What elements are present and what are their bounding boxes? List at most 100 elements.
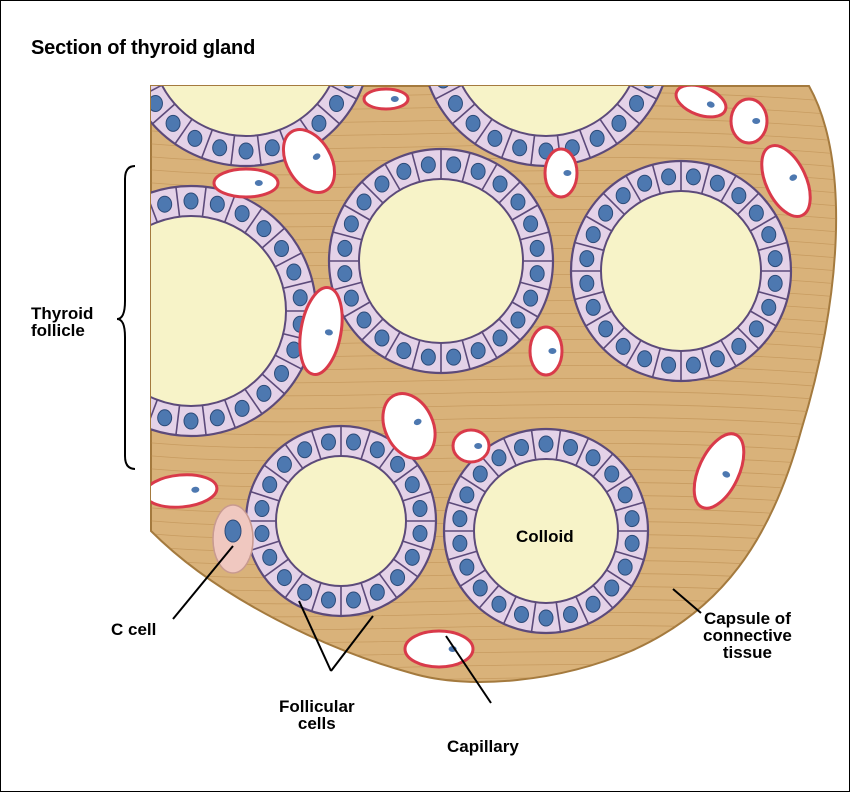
follicular-cell-nucleus	[710, 351, 724, 367]
follicular-cell-nucleus	[344, 216, 358, 232]
follicular-cell-nucleus	[277, 456, 291, 472]
follicular-cell-nucleus	[530, 266, 544, 282]
follicular-cell-nucleus	[257, 221, 271, 237]
capillary-wall	[530, 327, 562, 375]
follicular-cell-nucleus	[287, 264, 301, 280]
follicular-cell-nucleus	[732, 338, 746, 354]
follicular-cell-nucleus	[524, 216, 538, 232]
follicular-cell-nucleus	[275, 365, 289, 381]
follicular-cell-nucleus	[397, 163, 411, 179]
follicular-cell-nucleus	[599, 205, 613, 221]
follicular-cell-nucleus	[130, 46, 144, 62]
follicular-cell-nucleus	[513, 140, 527, 156]
capillary-wall	[731, 99, 767, 143]
cell-border	[425, 11, 454, 18]
follicular-cell-nucleus	[188, 130, 202, 146]
follicular-cell-nucleus	[397, 343, 411, 359]
follicular-cell-nucleus	[391, 570, 405, 586]
follicular-cell-nucleus	[605, 580, 619, 596]
follicular-cell-nucleus	[471, 343, 485, 359]
follicular-cell-nucleus	[275, 241, 289, 257]
capillary-wall	[214, 169, 278, 197]
follicular-cell-nucleus	[447, 157, 461, 173]
follicular-cell-nucleus	[338, 240, 352, 256]
cell-border	[80, 253, 107, 267]
label-thyroid-follicle: Thyroid follicle	[31, 305, 93, 339]
follicular-cell-nucleus	[136, 1, 150, 10]
follicular-cell-nucleus	[342, 1, 356, 10]
colloid	[276, 456, 406, 586]
label-follicular-cells: Follicular cells	[279, 698, 355, 732]
follicular-cell-nucleus	[618, 559, 632, 575]
capillary-wall	[364, 89, 408, 109]
follicular-cell-nucleus	[749, 321, 763, 337]
colloid	[359, 179, 523, 343]
label-colloid: Colloid	[516, 528, 574, 545]
follicular-cell-nucleus	[453, 535, 467, 551]
follicular-cell-nucleus	[298, 442, 312, 458]
follicular-cell-nucleus	[93, 241, 107, 257]
follicular-cell-nucleus	[453, 511, 467, 527]
label-capsule-of-connective-tissue: Capsule of connective tissue	[703, 610, 792, 661]
follicular-cell-nucleus	[213, 140, 227, 156]
follicular-cell-nucleus	[293, 290, 307, 306]
follicular-cell-nucleus	[564, 440, 578, 456]
follicular-cell-nucleus	[184, 193, 198, 209]
follicular-cell-nucleus	[347, 434, 361, 450]
follicular-cell-nucleus	[263, 477, 277, 493]
follicular-cell-nucleus	[133, 400, 147, 416]
capillary	[545, 149, 577, 197]
follicular-cell-nucleus	[638, 175, 652, 191]
follicular-cell-nucleus	[235, 400, 249, 416]
thyroid-follicle-bracket	[117, 166, 135, 469]
cell-border	[125, 64, 154, 71]
follicular-cell-nucleus	[530, 240, 544, 256]
follicular-cell-nucleus	[625, 511, 639, 527]
follicular-cell-nucleus	[344, 290, 358, 306]
follicular-cell-nucleus	[447, 349, 461, 365]
follicular-cell-nucleus	[749, 205, 763, 221]
follicular-cell-nucleus	[255, 500, 269, 516]
follicular-cell-nucleus	[539, 610, 553, 626]
follicular-cell-nucleus	[312, 115, 326, 131]
follicular-cell-nucleus	[413, 526, 427, 542]
follicular-cell-nucleus	[524, 290, 538, 306]
cell-border	[338, 11, 367, 18]
endothelial-nucleus	[255, 180, 263, 186]
follicular-cell-nucleus	[590, 130, 604, 146]
follicular-cell-nucleus	[357, 194, 371, 210]
capillary	[530, 327, 562, 375]
endothelial-nucleus	[752, 118, 760, 124]
follicular-cell-nucleus	[768, 251, 782, 267]
follicular-cell-nucleus	[616, 188, 630, 204]
cell-border	[120, 208, 137, 233]
follicular-cell-nucleus	[430, 20, 444, 36]
follicular-cell-nucleus	[648, 46, 662, 62]
follicular-cell-nucleus	[514, 606, 528, 622]
follicular-cell-nucleus	[648, 20, 662, 36]
follicular-cell-nucleus	[460, 559, 474, 575]
follicular-cell-nucleus	[625, 535, 639, 551]
follicular-cell-nucleus	[511, 312, 525, 328]
follicular-cell-nucleus	[586, 227, 600, 243]
capillary	[214, 169, 278, 197]
follicular-cell-nucleus	[298, 584, 312, 600]
follicular-cell-nucleus	[330, 95, 344, 111]
follicular-cell-nucleus	[580, 251, 594, 267]
capillary-wall	[545, 149, 577, 197]
follicular-cell-nucleus	[210, 196, 224, 212]
follicular-cell-nucleus	[599, 321, 613, 337]
follicular-cell-nucleus	[586, 596, 600, 612]
follicular-cell-nucleus	[586, 450, 600, 466]
cell-border	[70, 281, 99, 288]
endothelial-nucleus	[474, 443, 482, 449]
thyroid-follicle	[571, 161, 791, 381]
follicular-cell-nucleus	[321, 434, 335, 450]
follicular-cell-nucleus	[642, 1, 656, 10]
follicular-cell-nucleus	[413, 500, 427, 516]
follicular-cell-nucleus	[421, 349, 435, 365]
follicular-cell-nucleus	[492, 596, 506, 612]
cell-border	[80, 355, 107, 369]
follicular-cell-nucleus	[81, 264, 95, 280]
